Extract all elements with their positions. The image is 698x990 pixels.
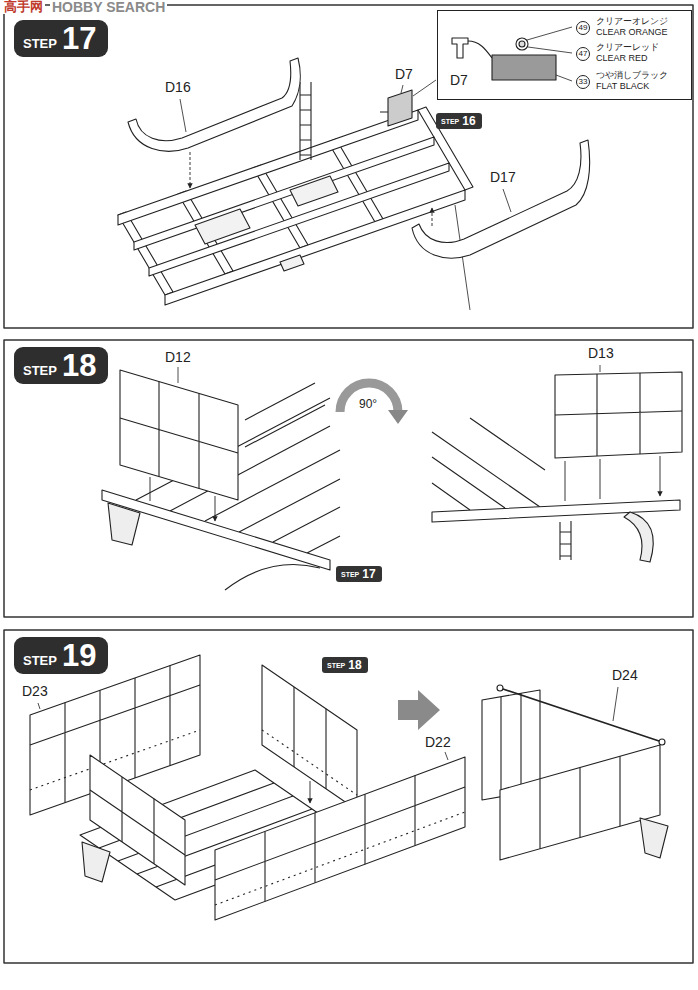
side-panel [215, 757, 465, 920]
gate-panel [555, 372, 682, 458]
part-number: D16 [165, 80, 191, 95]
part-number: D13 [588, 346, 614, 361]
step-word: STEP [441, 118, 459, 127]
floor-plank [432, 418, 545, 510]
frame-box [195, 176, 338, 271]
plate-to-inset-line [413, 80, 436, 96]
fit-arrow [310, 781, 311, 803]
wedge [108, 503, 140, 545]
step-word: STEP [23, 37, 57, 54]
part-number: D7 [395, 67, 413, 82]
part-number: D12 [165, 350, 191, 365]
fender-part [128, 58, 300, 151]
gate-post [555, 373, 682, 456]
rod-end [659, 739, 665, 745]
step-word: STEP [23, 364, 57, 381]
part-number: D7 [450, 73, 468, 88]
lamp [516, 38, 528, 50]
paint-inset: D7 49 クリアーオレンジ CLEAR ORANGE 47 クリアーレッド CLEAR… [437, 10, 692, 100]
gate-panel [120, 370, 238, 500]
leader-line [527, 27, 572, 81]
step-reference: STEP18 [322, 657, 368, 673]
paint-name: つや消しブラック FLAT BLACK [596, 70, 688, 92]
fit-arrow [150, 477, 215, 521]
leader-line [38, 687, 618, 760]
gate-panel [262, 665, 357, 810]
step-word: STEP [341, 571, 359, 580]
watermark: 高手网 [2, 0, 45, 14]
step-badge: STEP 18 [14, 347, 108, 384]
fit-arrow [432, 208, 433, 226]
fender-part [412, 140, 590, 258]
step-reference: STEP16 [436, 113, 482, 129]
leader-line [180, 85, 511, 212]
paint-number: 47 [576, 47, 590, 61]
panel-frame [4, 5, 693, 328]
plate-part [380, 90, 412, 126]
rod-end [497, 685, 503, 691]
step-badge: STEP 19 [14, 637, 108, 674]
part-number: D17 [490, 170, 516, 185]
panel-frame [4, 630, 693, 963]
t-part [452, 38, 468, 58]
step-panel [4, 630, 693, 963]
side-panel [500, 745, 660, 860]
step-number: 16 [462, 115, 475, 127]
gate-post [120, 382, 238, 489]
rotation-angle: 90° [359, 398, 377, 411]
step-number: 17 [62, 23, 96, 54]
rivet-row [262, 730, 357, 795]
step-word: STEP [327, 662, 345, 671]
step-panel [4, 5, 693, 328]
top-rod [500, 688, 662, 742]
gate-post [294, 687, 326, 789]
lamp [519, 41, 525, 47]
fit-arrow [565, 456, 660, 501]
frame-rail [118, 110, 465, 305]
step-number: 19 [62, 640, 96, 671]
wedge [82, 842, 110, 882]
part-number: D24 [612, 668, 638, 683]
step-reference: STEP17 [336, 566, 382, 582]
panel-post [215, 776, 465, 902]
step-badge: STEP 17 [14, 20, 108, 57]
panel-post [540, 756, 620, 849]
fit-arrow [190, 152, 191, 188]
rotate-arrow-head [388, 410, 408, 424]
step-panel [4, 340, 693, 617]
paint-name: クリアーレッド CLEAR RED [596, 42, 688, 64]
next-arrow [398, 690, 440, 730]
fender-edge [624, 512, 653, 562]
ladder [300, 82, 311, 160]
paint-number: 33 [576, 75, 590, 89]
part-number: D22 [425, 735, 451, 750]
paint-number: 49 [576, 21, 590, 35]
watermark: HOBBY SEARCH [50, 0, 167, 15]
leader-line [178, 365, 600, 383]
panel-frame [4, 340, 693, 617]
part-number: D23 [22, 684, 48, 699]
wedge [640, 818, 668, 858]
ladder [560, 521, 571, 560]
rivet-row [215, 812, 465, 905]
bed-beam [102, 490, 330, 570]
gate-post [501, 693, 521, 797]
wire [468, 41, 492, 58]
step-number: 18 [348, 659, 361, 671]
step-number: 18 [62, 350, 96, 381]
plate-part [492, 55, 556, 80]
rotate-arrow [340, 383, 398, 412]
step-word: STEP [23, 654, 57, 671]
step-number: 17 [362, 568, 375, 580]
gate-panel [90, 755, 185, 885]
paint-name: クリアーオレンジ CLEAR ORANGE [596, 16, 688, 38]
fender-edge [225, 564, 320, 590]
gate-post [90, 777, 185, 864]
